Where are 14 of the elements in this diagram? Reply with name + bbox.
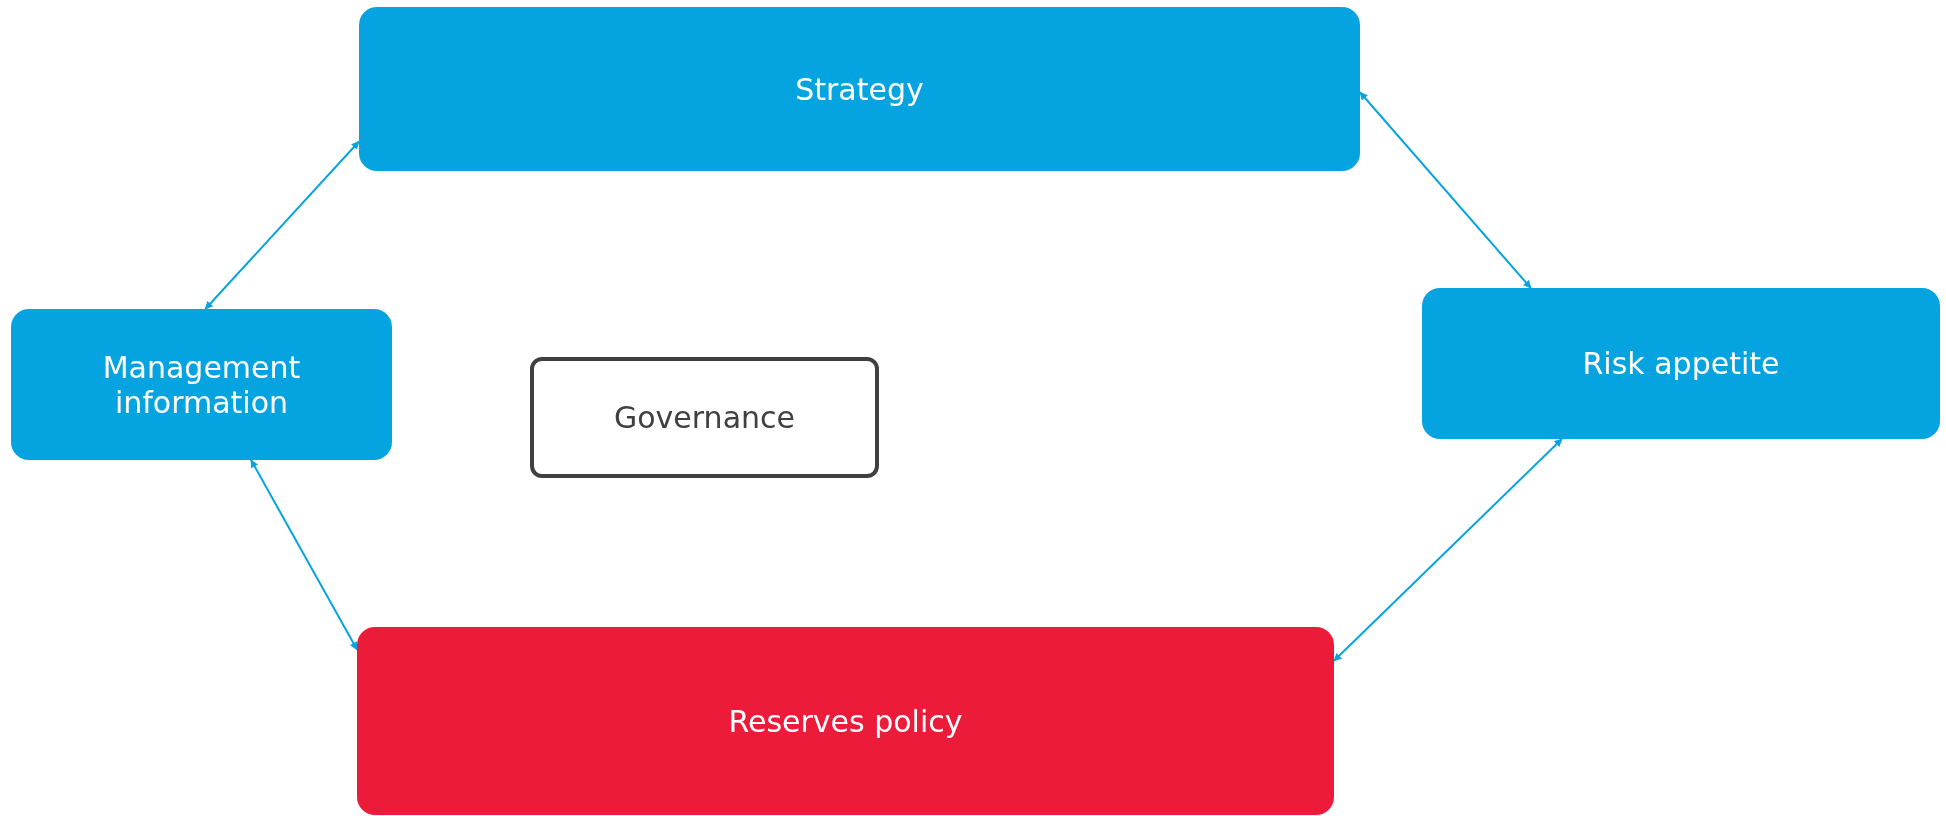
node-label: Governance (614, 400, 795, 435)
outlined-box (530, 357, 879, 478)
rounded-box (11, 309, 392, 460)
double-arrow (1333, 438, 1563, 662)
rounded-box (1422, 288, 1940, 439)
double-arrow (1359, 91, 1532, 289)
rounded-box (359, 7, 1360, 171)
rounded-box (357, 627, 1334, 815)
double-arrow (250, 459, 358, 651)
node-label: Risk appetite (1582, 346, 1780, 381)
double-arrow (204, 140, 360, 310)
node-label: Management information (101, 349, 302, 420)
node-label: Reserves policy (728, 703, 963, 739)
node-label: Strategy (795, 71, 924, 107)
